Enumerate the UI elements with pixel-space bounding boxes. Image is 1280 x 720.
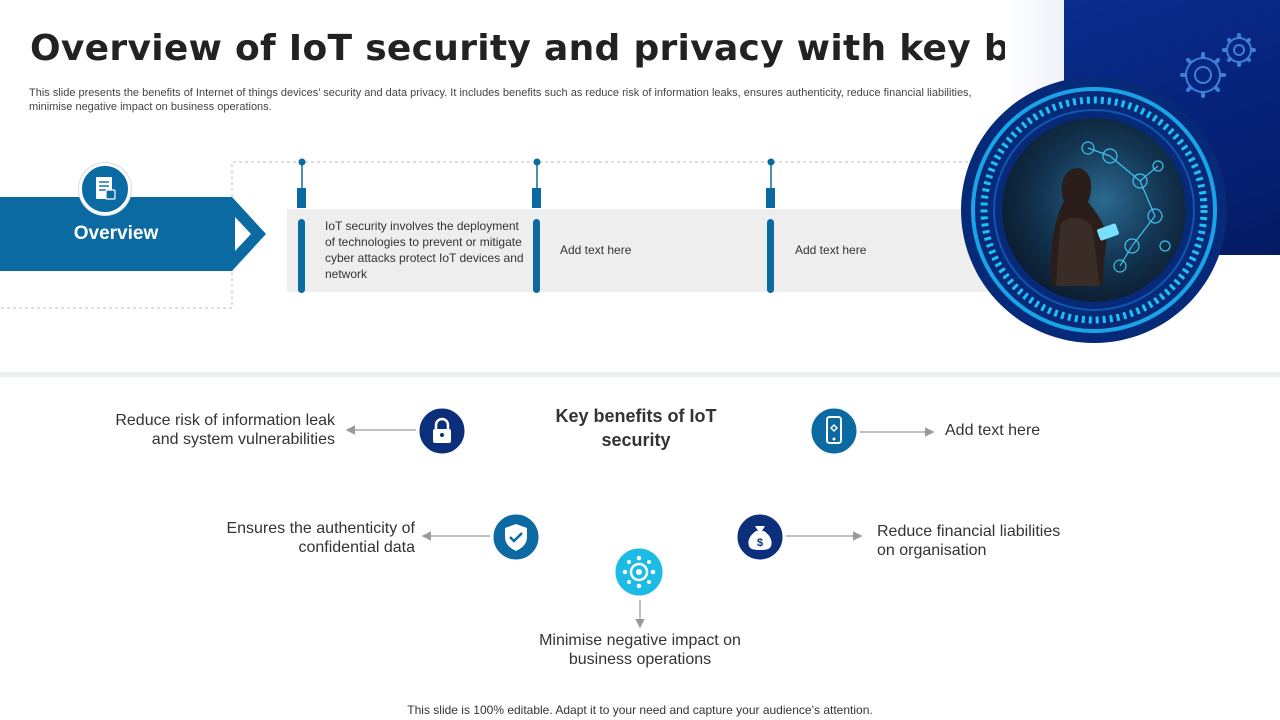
dashed-connector xyxy=(0,158,990,309)
overview-arrow xyxy=(232,197,266,271)
overview-text-panel xyxy=(287,209,1007,292)
benefits-center-label: Key benefits of IoT security xyxy=(555,406,717,450)
overview-label: Overview xyxy=(73,223,159,244)
gears-icon xyxy=(1180,33,1256,98)
column-bar xyxy=(767,219,774,293)
benefit-text: Ensures the authenticity of confidential… xyxy=(226,520,415,556)
footer-note: This slide is 100% editable. Adapt it to… xyxy=(407,703,873,717)
shield-check-icon xyxy=(490,511,542,563)
page-title: Overview of IoT security and privacy wit… xyxy=(30,28,1154,69)
overview-column-text: Add text here xyxy=(795,243,867,257)
mobile-phone-icon xyxy=(808,405,860,457)
overview-column-text: Add text here xyxy=(560,243,632,257)
lock-icon xyxy=(416,405,468,457)
svg-text:$: $ xyxy=(757,537,763,549)
benefit-text: Reduce financial liabilities on organisa… xyxy=(877,523,1061,559)
column-bar xyxy=(533,219,540,293)
benefit-text: Reduce risk of information leak and syst… xyxy=(115,412,335,448)
benefit-text: Add text here xyxy=(945,422,1041,439)
document-icon xyxy=(79,163,131,215)
money-bag-icon: $ xyxy=(734,511,786,563)
page-subtitle: This slide presents the benefits of Inte… xyxy=(29,87,972,113)
benefit-text: Minimise negative impact on business ope… xyxy=(539,632,741,668)
gear-network-icon xyxy=(612,545,666,599)
benefit-connector-arrows xyxy=(345,425,935,629)
iot-person-image xyxy=(961,77,1227,343)
overview-column-text: IoT security involves the deployment of … xyxy=(325,219,524,281)
section-divider xyxy=(0,372,1280,377)
column-bar xyxy=(298,219,305,293)
